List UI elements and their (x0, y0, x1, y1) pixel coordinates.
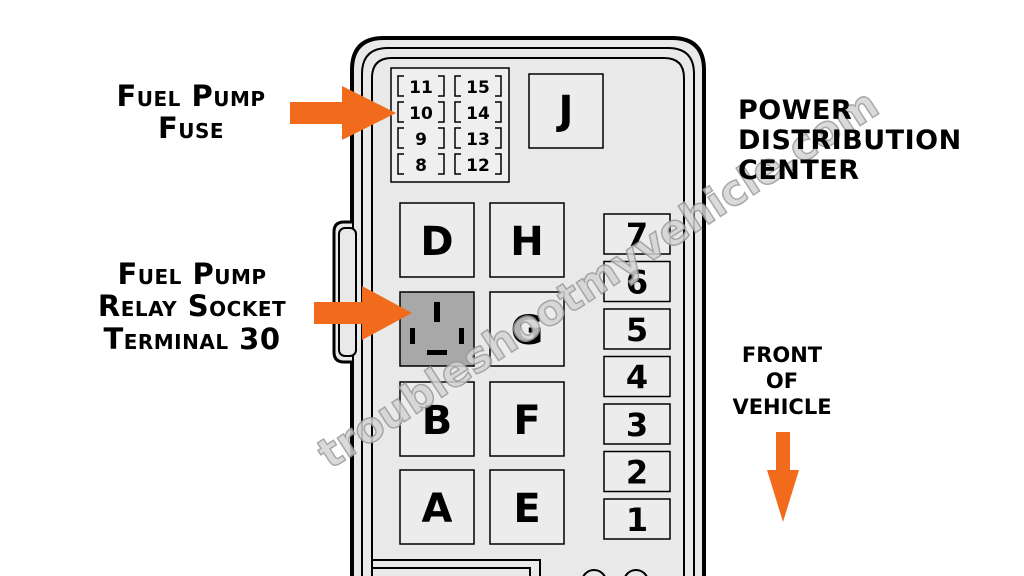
relay-a: A (399, 469, 475, 545)
relay-d: D (399, 202, 475, 278)
fuse-11: 11 (397, 75, 445, 98)
side-slot-column: 7 6 5 4 3 2 1 (603, 213, 671, 540)
fuse-number: 9 (415, 130, 427, 150)
front-line1: FRONT (741, 343, 823, 367)
fuse-12: 12 (454, 153, 502, 176)
fuel-pump-relay-socket (399, 291, 475, 367)
slot-number: 2 (626, 454, 648, 492)
fuel-pump-fuse-label: Fuel Pump Fuse (96, 80, 286, 145)
pdc-title-line3: CENTER (738, 155, 860, 186)
relay-h: H (489, 202, 565, 278)
fuse-number: 8 (415, 156, 427, 176)
relay-g-label: G (511, 308, 544, 354)
relay-arrow (314, 286, 412, 340)
pdc-title-line2: DISTRIBUTION (738, 125, 962, 156)
terminal-30 (434, 302, 440, 322)
slot-number: 7 (626, 216, 648, 254)
fuse-9: 9 (397, 127, 445, 150)
slot-7: 7 (603, 213, 671, 255)
pdc-title: POWER DISTRIBUTION CENTER (738, 96, 962, 186)
relay-label-line3: Terminal 30 (103, 321, 281, 356)
fuse-number: 11 (409, 78, 433, 98)
pdc-title-line1: POWER (738, 95, 853, 126)
relay-j: J (528, 73, 604, 149)
slot-number: 4 (626, 359, 648, 397)
slot-5: 5 (603, 308, 671, 350)
relay-g: G (489, 291, 565, 367)
relay-e: E (489, 469, 565, 545)
relay-h-label: H (510, 219, 543, 265)
fuel-pump-relay-label: Fuel Pump Relay Socket Terminal 30 (72, 257, 312, 356)
fuse-block: 11 10 9 8 15 14 13 12 (390, 67, 510, 183)
slot-number: 1 (626, 501, 648, 539)
fuse-arrow (290, 86, 396, 140)
relay-f-label: F (513, 398, 540, 444)
front-line2: OF (765, 369, 799, 393)
fuse-8: 8 (397, 153, 445, 176)
fuse-label-line1: Fuel Pump (116, 79, 266, 113)
fuse-10: 10 (397, 101, 445, 124)
slot-3: 3 (603, 403, 671, 445)
slot-4: 4 (603, 355, 671, 398)
relay-f: F (489, 381, 565, 457)
relay-b-label: B (422, 398, 453, 444)
slot-1: 1 (603, 498, 671, 540)
fuse-number: 12 (466, 156, 490, 176)
slot-number: 3 (626, 406, 648, 444)
front-arrow-down (767, 432, 799, 522)
relay-label-line2: Relay Socket (97, 289, 287, 324)
slot-2: 2 (603, 450, 671, 493)
fuse-14: 14 (454, 101, 502, 124)
slot-number: 6 (626, 264, 648, 302)
fuse-13: 13 (454, 127, 502, 150)
slot-6: 6 (603, 260, 671, 303)
relay-label-line1: Fuel Pump (117, 257, 267, 291)
front-line3: VEHICLE (732, 395, 832, 419)
slot-number: 5 (626, 311, 648, 349)
fuse-number: 14 (466, 104, 490, 124)
relay-d-label: D (420, 219, 453, 265)
relay-e-label: E (513, 486, 540, 532)
relay-b: B (399, 381, 475, 457)
fuse-number: 15 (466, 78, 490, 98)
fuse-number: 10 (409, 104, 433, 124)
fuse-15: 15 (454, 75, 502, 98)
relay-a-label: A (422, 486, 453, 532)
fuse-number: 13 (466, 130, 490, 150)
relay-j-label: J (556, 88, 574, 134)
fuse-label-line2: Fuse (157, 111, 225, 146)
front-of-vehicle-label: FRONT OF VEHICLE (716, 342, 848, 420)
